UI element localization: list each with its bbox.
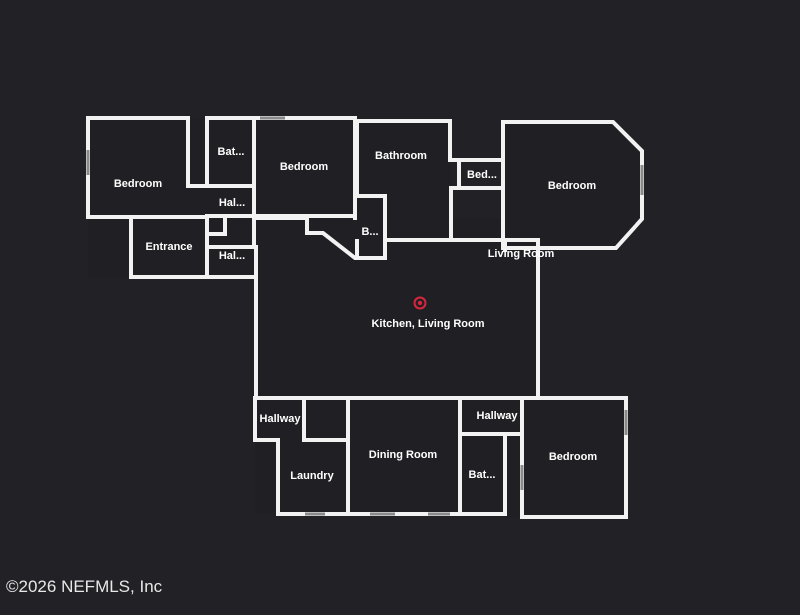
openings — [86, 116, 644, 516]
room-label-bedroom-nw: Bedroom — [114, 178, 163, 190]
room-label-b-small: B... — [361, 226, 378, 238]
room-fills — [88, 118, 642, 518]
room-label-hall-1: Hal... — [219, 197, 245, 209]
room-label-bedroom-ne: Bedroom — [548, 180, 597, 192]
copyright-notice: ©2026 NEFMLS, Inc — [6, 577, 163, 596]
room-label-bath-2: Bat... — [469, 469, 496, 481]
room-label-laundry: Laundry — [290, 470, 334, 482]
room-label-bed-small: Bed... — [467, 169, 497, 181]
room-label-bedroom-se: Bedroom — [549, 451, 598, 463]
room-labels: Bedroom Bat... Bedroom Bathroom Bed... B… — [114, 146, 598, 482]
walls — [86, 116, 644, 519]
room-label-dining: Dining Room — [369, 449, 438, 461]
room-label-kitchen-living: Kitchen, Living Room — [371, 318, 484, 330]
location-marker-icon[interactable] — [413, 296, 427, 310]
room-label-hallway-sw: Hallway — [260, 413, 302, 425]
room-label-bath-1: Bat... — [218, 146, 245, 158]
room-label-bedroom-n: Bedroom — [280, 161, 329, 173]
room-label-hall-2: Hal... — [219, 250, 245, 262]
room-label-bathroom: Bathroom — [375, 150, 427, 162]
room-label-living-room: Living Room — [488, 248, 555, 260]
room-label-hallway-se: Hallway — [477, 410, 519, 422]
room-label-entrance: Entrance — [145, 241, 192, 253]
